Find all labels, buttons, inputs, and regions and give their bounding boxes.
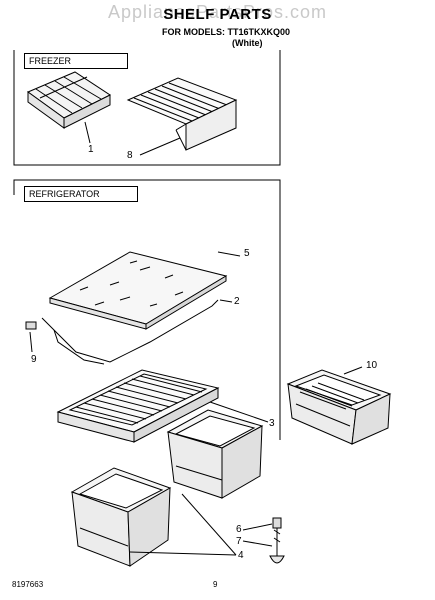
callout-5: 5 — [244, 248, 250, 259]
callout-2: 2 — [234, 296, 240, 307]
callout-10: 10 — [366, 360, 378, 371]
freezer-frame — [13, 50, 281, 166]
freezer-shelf-drawing — [126, 77, 238, 151]
crisper-cover-drawing — [56, 369, 220, 443]
small-drawer-drawing — [286, 369, 392, 445]
callout-8: 8 — [127, 150, 133, 161]
ice-tray-drawing — [26, 71, 112, 129]
document-number: 8197663 — [12, 580, 44, 589]
freezer-label: FREEZER — [24, 53, 128, 69]
watermark: AppliancePartsPros.com — [107, 2, 328, 22]
shelf-frame-drawing — [25, 299, 219, 365]
color-line: (White) — [232, 38, 263, 48]
callout-1: 1 — [88, 144, 94, 155]
glass-shelf-drawing — [48, 251, 228, 330]
leveling-leg-drawing — [269, 517, 285, 564]
callout-4: 4 — [238, 550, 244, 561]
page-title: SHELF PARTS — [163, 6, 272, 23]
callout-6: 6 — [236, 524, 242, 535]
refrigerator-frame — [13, 179, 281, 440]
refrigerator-label: REFRIGERATOR — [24, 186, 138, 202]
page-number: 9 — [213, 580, 218, 589]
crisper-pan-left-drawing — [70, 467, 172, 567]
callout-7: 7 — [236, 536, 242, 547]
crisper-pan-right-drawing — [166, 409, 264, 499]
callout-3: 3 — [269, 418, 275, 429]
callout-9: 9 — [31, 354, 37, 365]
models-line: FOR MODELS: TT16TKXKQ00 — [162, 27, 291, 37]
